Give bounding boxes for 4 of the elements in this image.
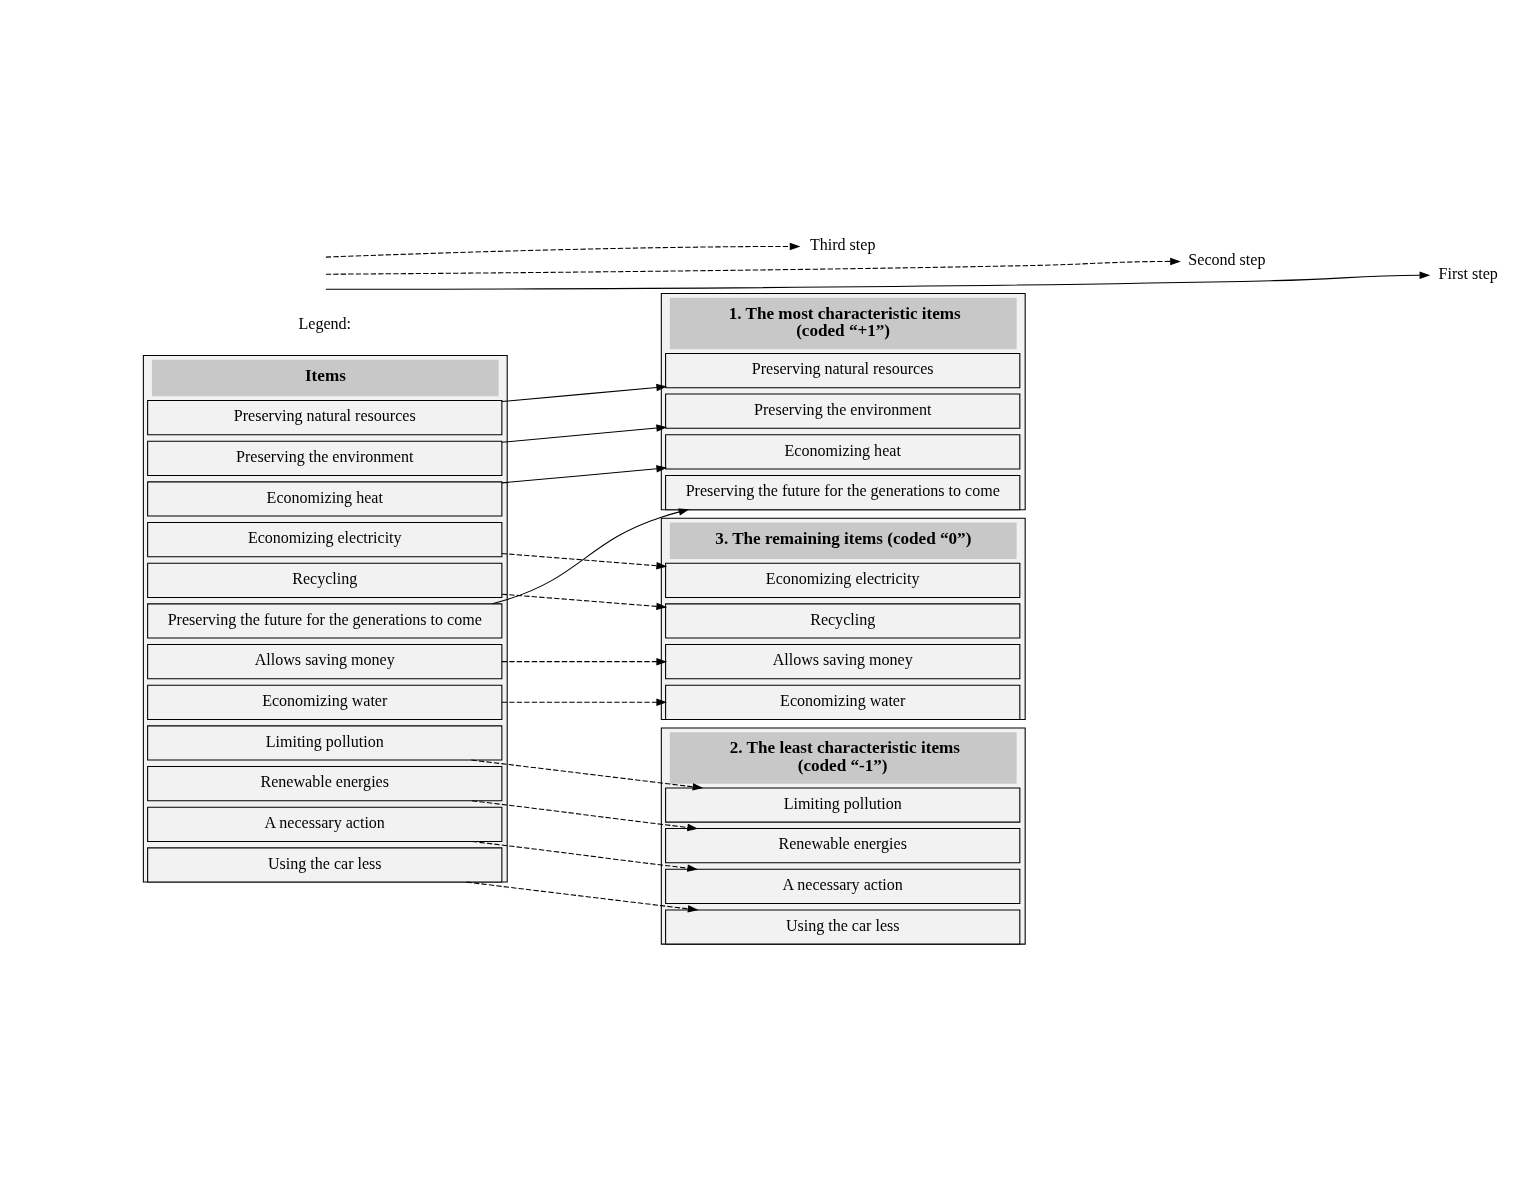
- legend-label: Second step: [1188, 251, 1266, 269]
- legend-label: Third step: [809, 236, 876, 254]
- label: Legend:: [298, 315, 352, 333]
- legend-label: First step: [1438, 265, 1498, 283]
